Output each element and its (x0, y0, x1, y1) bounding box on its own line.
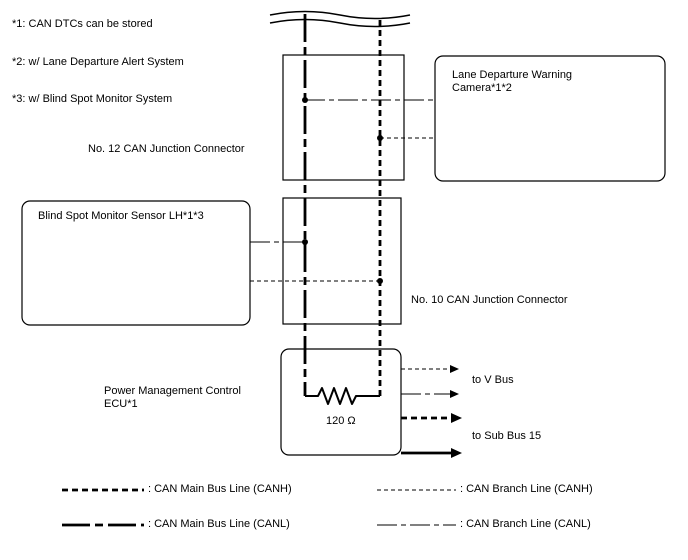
junction-dot (377, 135, 383, 141)
junction-dot (302, 97, 308, 103)
break-wave-top (269, 10, 411, 20)
note-2: *2: w/ Lane Departure Alert System (12, 56, 184, 68)
termination-resistor (305, 387, 380, 405)
sub-bus-label: to Sub Bus 15 (472, 430, 542, 442)
legend-main-canh-label: : CAN Main Bus Line (CANH) (148, 483, 292, 495)
junction-dot (377, 278, 383, 284)
junction-connector-12-label: No. 12 CAN Junction Connector (88, 143, 245, 155)
arrow-head-icon (450, 365, 459, 373)
power-management-ecu-box (280, 348, 402, 456)
camera-ecu-label-line1: Lane Departure Warning (452, 69, 573, 81)
bsm-sensor-label: Blind Spot Monitor Sensor LH*1*3 (38, 210, 204, 222)
pm-ecu-label-line1: Power Management Control (104, 385, 241, 397)
legend-branch-canl-label: : CAN Branch Line (CANL) (460, 518, 591, 530)
arrow-head-icon (451, 413, 462, 423)
junction-connector-12-box (282, 54, 405, 181)
arrow-head-icon (451, 448, 462, 458)
junction-connector-10-box (282, 197, 402, 325)
arrow-head-icon (450, 390, 459, 398)
legend-branch-canh-label: : CAN Branch Line (CANH) (460, 483, 593, 495)
v-bus-label: to V Bus (472, 374, 514, 386)
note-3: *3: w/ Blind Spot Monitor System (12, 93, 173, 105)
legend-main-canl-label: : CAN Main Bus Line (CANL) (148, 518, 290, 530)
bsm-sensor-box (21, 200, 251, 326)
camera-ecu-label-line2: Camera*1*2 (452, 82, 512, 94)
camera-ecu-box (434, 55, 666, 182)
pm-ecu-label-line2: ECU*1 (104, 398, 138, 410)
junction-connector-10-label: No. 10 CAN Junction Connector (411, 294, 568, 306)
resistor-label: 120 Ω (326, 415, 356, 427)
junction-dot (302, 239, 308, 245)
note-1: *1: CAN DTCs can be stored (12, 18, 153, 30)
break-wave-bottom (269, 18, 411, 28)
